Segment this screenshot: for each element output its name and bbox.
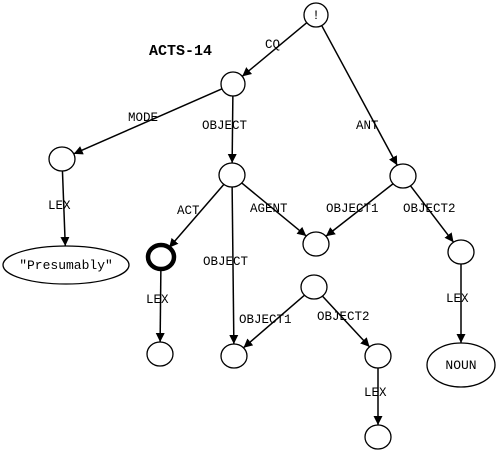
node-mode[interactable] [48,146,76,172]
edge-label-object2: OBJECT2 [403,202,456,216]
node-text-noun: NOUN [445,358,476,373]
edge-label-lex: LEX [364,386,387,400]
labels-layer: CQ ANT MODE OBJECT LEX ACT AGENT OBJECT LEX OBJEC… [48,38,469,400]
node-act[interactable] [145,242,177,272]
edge-root-to-ant [321,25,398,166]
edge-label-object1: OBJECT1 [239,313,292,327]
edge-root-to-acts [241,22,308,77]
edge-label-cq: CQ [265,38,280,52]
edge-label-object1: OBJECT1 [326,202,379,216]
edge-label-lex: LEX [48,199,71,213]
edge-obj-to-objobj [229,186,239,345]
edge-acts-to-obj [227,95,237,164]
edge-label-mode: MODE [128,111,158,125]
node-obj[interactable] [218,162,246,188]
edge-label-act: ACT [177,204,200,218]
node-obj2lex[interactable] [364,424,392,450]
node-obj2[interactable] [364,343,392,369]
edges-layer [60,22,466,425]
edge-label-ant: ANT [356,119,379,133]
edge-label-object: OBJECT [203,255,249,269]
node-sub[interactable] [300,274,328,300]
edge-label-lex: LEX [146,293,169,307]
edge-sub-to-objobj [243,294,305,349]
node-agent[interactable] [302,231,330,257]
edge-ant-to-agent [325,183,394,237]
edge-mode-to-presumably [60,170,70,247]
edge-act-to-actlex [155,268,165,343]
edge-label-agent: AGENT [250,202,288,216]
diagram-title: ACTS-14 [149,43,212,60]
edge-label-object2: OBJECT2 [317,310,370,324]
edge-ant-to-antobj2 [409,185,455,243]
edge-label-object: OBJECT [202,119,248,133]
node-acts[interactable] [220,71,246,97]
node-presumably[interactable] [2,245,130,285]
node-text-presumably: "Presumably" [19,258,113,273]
node-text-root: ! [312,8,320,23]
edge-acts-to-mode [73,88,223,155]
edge-obj-to-act [168,183,225,249]
node-objobj[interactable] [220,343,248,369]
node-root[interactable] [303,2,329,28]
node-antobj2[interactable] [447,239,475,265]
edge-obj-to-agent [241,182,307,237]
node-ant[interactable] [389,163,417,189]
node-actlex[interactable] [146,341,174,367]
node-noun[interactable] [426,342,496,388]
edge-label-lex: LEX [446,292,469,306]
edge-sub-to-obj2 [321,295,371,348]
